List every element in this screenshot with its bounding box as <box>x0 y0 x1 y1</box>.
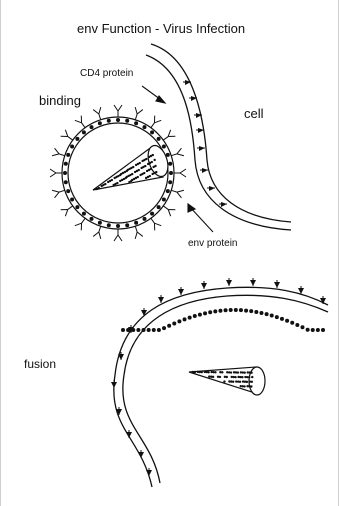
fusion-label: fusion <box>24 357 56 371</box>
virus-core <box>93 143 172 190</box>
binding-label: binding <box>39 93 81 108</box>
diagram-title: env Function - Virus Infection <box>77 21 245 36</box>
virus-particle <box>50 105 186 241</box>
cell-label: cell <box>244 106 264 121</box>
fused-membrane-dots <box>121 308 325 332</box>
cd4-protein-label: CD4 protein <box>80 68 133 79</box>
env-protein-label: env protein <box>188 238 237 249</box>
released-core <box>189 367 265 395</box>
fused-membrane <box>114 287 328 487</box>
